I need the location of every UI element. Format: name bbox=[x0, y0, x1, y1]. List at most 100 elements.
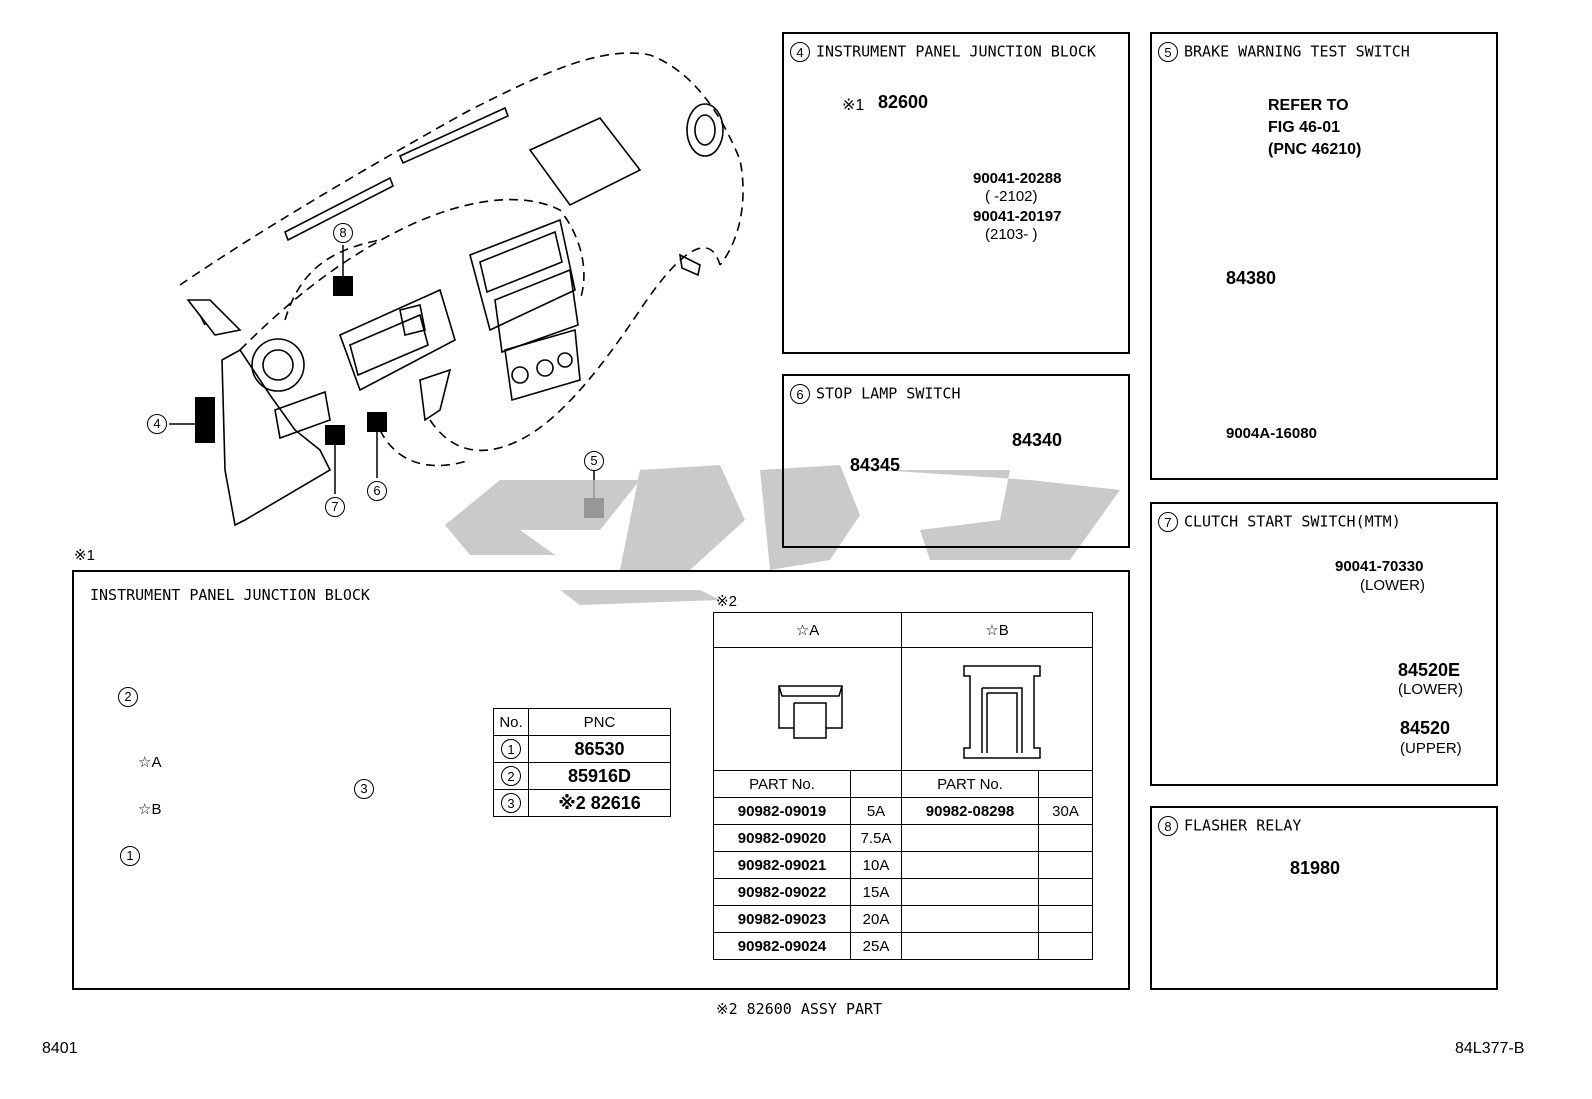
panel7-part-84520e: 84520E bbox=[1398, 660, 1461, 680]
detail-label-a: ☆A bbox=[138, 754, 162, 771]
fuse-rating-a: 25A bbox=[850, 932, 902, 960]
fuse-hdr-part-b: PART No. bbox=[901, 770, 1039, 798]
panel6-part-84345: 84345 bbox=[850, 455, 901, 475]
fuse-part-a: 90982-09020 bbox=[713, 824, 851, 852]
panel4-title: INSTRUMENT PANEL JUNCTION BLOCK bbox=[816, 42, 1096, 61]
callout-5: 5 bbox=[584, 450, 610, 471]
fuse-part-b bbox=[901, 932, 1039, 960]
panel6-title: STOP LAMP SWITCH bbox=[816, 384, 961, 403]
detail-junction-block-box bbox=[72, 570, 1130, 990]
callout-6: 6 bbox=[367, 480, 393, 501]
panel7-number: 7 bbox=[1158, 512, 1178, 532]
panel5-refer-line1: REFER TO bbox=[1268, 97, 1349, 114]
panel-stop-lamp-switch bbox=[782, 374, 1130, 548]
panel4-part-b-note: (2103- ) bbox=[985, 226, 1038, 243]
table-row: 90982-09021 10A bbox=[713, 851, 1093, 879]
panel-flasher-relay bbox=[1150, 806, 1498, 990]
table-row: 90982-09023 20A bbox=[713, 905, 1093, 933]
fuse-image-b bbox=[901, 647, 1093, 771]
table-row: 90982-09024 25A bbox=[713, 932, 1093, 960]
fuse-rating-b bbox=[1038, 851, 1093, 879]
fuse-rating-a: 15A bbox=[850, 878, 902, 906]
fuse-part-a: 90982-09024 bbox=[713, 932, 851, 960]
fuse-hdr-part-a: PART No. bbox=[713, 770, 851, 798]
panel6-number: 6 bbox=[790, 384, 810, 404]
panel6-part-84340: 84340 bbox=[1012, 430, 1063, 450]
fuse-rating-a: 20A bbox=[850, 905, 902, 933]
panel4-part-a: 90041-20288 bbox=[973, 170, 1062, 187]
fuse-rating-a: 5A bbox=[850, 797, 902, 825]
table-row: 90982-09020 7.5A bbox=[713, 824, 1093, 852]
panel4-part-82600: 82600 bbox=[878, 92, 929, 112]
detail-label-1: 1 bbox=[120, 845, 146, 866]
pnc-row-pnc: 86530 bbox=[528, 735, 671, 763]
fuse-part-a: 90982-09021 bbox=[713, 851, 851, 879]
panel4-part-b: 90041-20197 bbox=[973, 208, 1062, 225]
pnc-row-no: 3 bbox=[493, 789, 529, 817]
fuse-part-a: 90982-09023 bbox=[713, 905, 851, 933]
panel-brake-warning-test-switch bbox=[1150, 32, 1498, 480]
fuse-rating-b bbox=[1038, 878, 1093, 906]
panel7-title: CLUTCH START SWITCH(MTM) bbox=[1184, 512, 1401, 531]
panel5-header: 5 BRAKE WARNING TEST SWITCH bbox=[1158, 42, 1410, 62]
fuse-part-b bbox=[901, 878, 1039, 906]
detail-label-b: ☆B bbox=[138, 801, 162, 818]
panel4-mark: ※1 bbox=[842, 97, 865, 114]
pnc-hdr-pnc: PNC bbox=[528, 708, 671, 736]
panel7-part-84520: 84520 bbox=[1400, 718, 1451, 738]
panel8-number: 8 bbox=[1158, 816, 1178, 836]
fuse-part-b bbox=[901, 824, 1039, 852]
panel-instrument-junction-block bbox=[782, 32, 1130, 354]
pnc-row-pnc: 85916D bbox=[528, 762, 671, 790]
panel5-number: 5 bbox=[1158, 42, 1178, 62]
pnc-row-no: 1 bbox=[493, 735, 529, 763]
fuse-rating-b: 30A bbox=[1038, 797, 1093, 825]
fuse-part-b: 90982-08298 bbox=[901, 797, 1039, 825]
pnc-table: No. PNC 1 86530 2 85916D 3 ※2 82616 bbox=[493, 708, 671, 817]
panel4-header: 4 INSTRUMENT PANEL JUNCTION BLOCK bbox=[790, 42, 1096, 62]
fuse-rating-a: 7.5A bbox=[850, 824, 902, 852]
panel4-part-a-note: ( -2102) bbox=[985, 188, 1038, 205]
panel7-part-upper-note: (UPPER) bbox=[1400, 740, 1462, 757]
panel5-refer-line3: (PNC 46210) bbox=[1268, 141, 1362, 158]
panel5-part-screw: 9004A-16080 bbox=[1226, 425, 1317, 442]
fuse-hdr-rating-b bbox=[1038, 770, 1093, 798]
fuse-rating-b bbox=[1038, 932, 1093, 960]
panel5-title: BRAKE WARNING TEST SWITCH bbox=[1184, 42, 1410, 61]
detail-title: INSTRUMENT PANEL JUNCTION BLOCK bbox=[90, 586, 370, 604]
pnc-row-no: 2 bbox=[493, 762, 529, 790]
panel4-number: 4 bbox=[790, 42, 810, 62]
fuse-image-a bbox=[713, 647, 902, 771]
page-number-left: 8401 bbox=[42, 1040, 78, 1057]
fuse-part-a: 90982-09019 bbox=[713, 797, 851, 825]
fuse-hdr-b: ☆B bbox=[901, 612, 1093, 648]
panel7-header: 7 CLUTCH START SWITCH(MTM) bbox=[1158, 512, 1401, 532]
panel6-header: 6 STOP LAMP SWITCH bbox=[790, 384, 961, 404]
fuse-rating-b bbox=[1038, 824, 1093, 852]
fuse-hdr-rating-a bbox=[850, 770, 902, 798]
panel7-part-nut-note: (LOWER) bbox=[1360, 577, 1425, 594]
footnote: ※2 82600 ASSY PART bbox=[716, 1000, 883, 1018]
panel5-refer-line2: FIG 46-01 bbox=[1268, 119, 1341, 136]
page-number-right: 84L377-B bbox=[1455, 1040, 1525, 1057]
panel-clutch-start-switch bbox=[1150, 502, 1498, 786]
panel7-part-nut: 90041-70330 bbox=[1335, 558, 1424, 575]
fuse-table: ☆A ☆B PART No. PART N bbox=[713, 612, 1093, 960]
fuse-hdr-a: ☆A bbox=[713, 612, 902, 648]
detail-label-2: 2 bbox=[118, 686, 144, 707]
panel5-part-84380: 84380 bbox=[1226, 268, 1277, 288]
fuse-part-b bbox=[901, 851, 1039, 879]
fuse-part-a: 90982-09022 bbox=[713, 878, 851, 906]
table-row: 90982-09019 5A 90982-08298 30A bbox=[713, 797, 1093, 825]
callout-7: 7 bbox=[325, 496, 351, 517]
callout-8: 8 bbox=[333, 222, 359, 243]
detail-label-3: 3 bbox=[354, 778, 380, 799]
detail-mark: ※1 bbox=[74, 547, 95, 564]
pnc-hdr-no: No. bbox=[493, 708, 529, 736]
fuse-rating-a: 10A bbox=[850, 851, 902, 879]
table-row: 90982-09022 15A bbox=[713, 878, 1093, 906]
panel7-part-lower-note: (LOWER) bbox=[1398, 681, 1463, 698]
fuse-rating-b bbox=[1038, 905, 1093, 933]
